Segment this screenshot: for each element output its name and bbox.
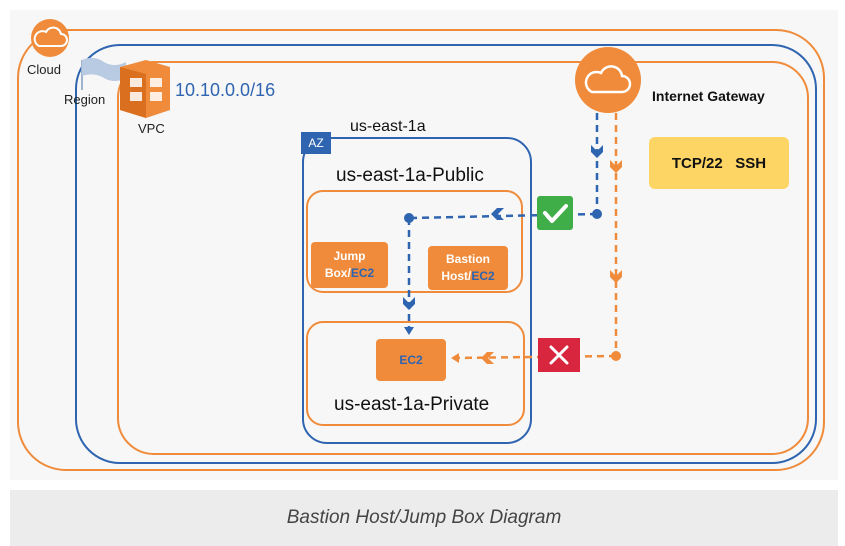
- bastion-line2: Host/EC2: [441, 268, 494, 285]
- region-label: Region: [64, 92, 106, 107]
- private-subnet-label: us-east-1a-Private: [334, 394, 490, 415]
- jump-box-ec2: Jump Box/EC2: [311, 242, 388, 288]
- jump-box-line2: Box/EC2: [325, 265, 374, 282]
- private-subnet-box: [306, 321, 525, 426]
- cloud-boundary: [17, 29, 825, 471]
- cloud-icon: [31, 19, 69, 57]
- bastion-line1: Bastion: [445, 252, 490, 266]
- allow-check-icon: [537, 196, 573, 230]
- jump-box-line2-prefix: Box/: [324, 266, 351, 280]
- vpc-cidr: 10.10.0.0/16: [175, 80, 276, 100]
- vpc-boundary: [117, 61, 809, 455]
- ssh-denied-path: [451, 113, 622, 364]
- private-ec2-label: EC2: [399, 352, 423, 367]
- deny-x-icon: [538, 338, 580, 372]
- protocol-note: TCP/22 SSH: [649, 137, 789, 189]
- bastion-host-ec2: Bastion Host/EC2: [428, 246, 508, 290]
- az-badge: AZ: [301, 132, 331, 154]
- region-flag-icon: [81, 57, 126, 90]
- private-ec2: EC2: [376, 339, 446, 381]
- internet-gateway-label: Internet Gateway: [652, 88, 765, 104]
- az-boundary: [302, 137, 532, 444]
- bastion-line2-prefix: Host/: [441, 269, 472, 283]
- caption-bar: Bastion Host/Jump Box Diagram: [10, 490, 838, 546]
- internet-gateway-icon: [575, 47, 641, 113]
- diagram-caption: Bastion Host/Jump Box Diagram: [286, 507, 562, 528]
- jump-box-line1: Jump: [333, 249, 366, 263]
- public-subnet-box: [306, 190, 523, 293]
- cloud-label: Cloud: [27, 62, 61, 77]
- region-boundary: [75, 44, 817, 464]
- ssh-allowed-path: [403, 113, 603, 335]
- jump-box-line2-accent: EC2: [350, 266, 375, 280]
- vpc-label: VPC: [138, 121, 165, 136]
- bastion-line2-accent: EC2: [471, 269, 495, 283]
- az-name: us-east-1a: [350, 118, 426, 135]
- vpc-icon: [120, 60, 170, 118]
- public-subnet-label: us-east-1a-Public: [336, 165, 484, 186]
